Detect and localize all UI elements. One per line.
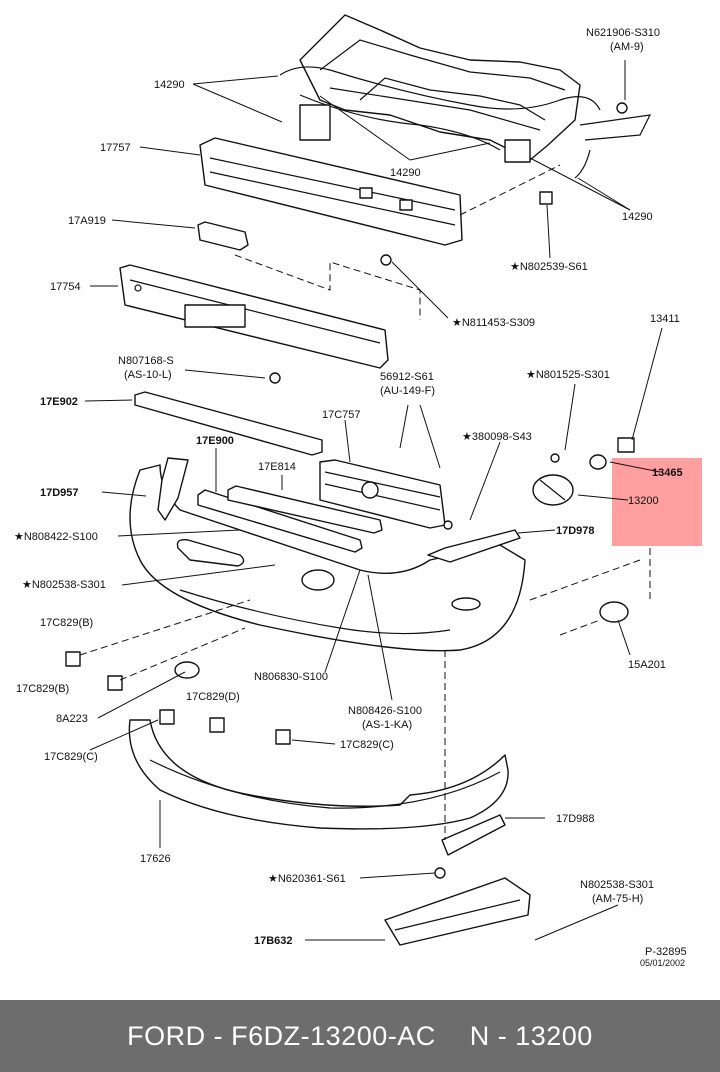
label-n807168-s: N807168-S: [118, 355, 174, 367]
clips: [65, 102, 628, 879]
label-17754: 17754: [50, 281, 81, 293]
label-14290-b: 14290: [390, 167, 421, 179]
absorber-17754: [119, 264, 389, 369]
label-14290-a: 14290: [154, 79, 185, 91]
label-8a223: 8A223: [56, 713, 88, 725]
ref-number: P-32895: [645, 946, 687, 958]
label-17b632: 17B632: [254, 935, 293, 947]
valance-17626: [128, 719, 509, 830]
part-labels: N621906-S310 (AM-9) 14290 14290 14290 17…: [14, 27, 687, 968]
label-n808422-s100: ★N808422-S100: [14, 531, 98, 543]
label-17d957: 17D957: [40, 487, 79, 499]
assembly-lines: [79, 164, 651, 840]
label-n802538-s301-b: N802538-S301: [580, 879, 654, 891]
label-17e902: 17E902: [40, 396, 78, 408]
label-17757: 17757: [100, 142, 131, 154]
leader-lines: [84, 60, 663, 941]
label-13465: 13465: [652, 467, 683, 479]
label-am-9: (AM-9): [610, 41, 644, 53]
strip-17e814: [227, 485, 383, 534]
ref-date: 05/01/2002: [640, 958, 685, 968]
grille-17c757: [319, 459, 446, 529]
label-as-10-l: (AS-10-L): [124, 369, 172, 381]
label-17e814: 17E814: [258, 461, 296, 473]
label-n620361-s61: ★N620361-S61: [268, 873, 346, 885]
lamp-15a201: [599, 601, 629, 623]
label-17c757: 17C757: [322, 409, 361, 421]
label-17626: 17626: [140, 853, 171, 865]
label-17c829-b2: 17C829(B): [16, 683, 69, 695]
label-15a201: 15A201: [628, 659, 666, 671]
strip-17e902: [134, 391, 323, 456]
label-14290-c: 14290: [622, 211, 653, 223]
footer-reference: N - 13200: [469, 1020, 593, 1051]
label-17c829-c2: 17C829(C): [44, 751, 98, 763]
bracket-17a919: [197, 221, 249, 251]
label-17c829-b1: 17C829(B): [40, 617, 93, 629]
strip-17e900: [197, 489, 363, 553]
label-n621906-s310: N621906-S310: [586, 27, 660, 39]
footer-part-number: FORD - F6DZ-13200-AC: [127, 1020, 436, 1051]
label-17d988: 17D988: [556, 813, 595, 825]
label-380098-s43: ★380098-S43: [462, 431, 532, 443]
deflector-17b632: [384, 877, 531, 946]
reinforcement-17757: [199, 137, 463, 246]
label-13200: 13200: [628, 495, 659, 507]
footer-bar: FORD - F6DZ-13200-AC N - 13200: [0, 1000, 720, 1072]
lamp-13200: [532, 437, 635, 506]
label-au-149-f: (AU-149-F): [380, 385, 435, 397]
label-n811453-s309: ★N811453-S309: [452, 317, 535, 329]
highlight-box: [612, 458, 702, 546]
label-17a919: 17A919: [68, 215, 106, 227]
label-n802538-s301-a: ★N802538-S301: [22, 579, 106, 591]
label-n806830-s100: N806830-S100: [254, 671, 328, 683]
label-17c829-c1: 17C829(C): [340, 739, 394, 751]
label-17c829-d: 17C829(D): [186, 691, 240, 703]
label-n802539-s61: ★N802539-S61: [510, 261, 588, 273]
label-as-1-ka: (AS-1-KA): [362, 719, 412, 731]
radiator-support: [279, 14, 652, 179]
parts-diagram: N621906-S310 (AM-9) 14290 14290 14290 17…: [14, 14, 702, 968]
label-n808426-s100: N808426-S100: [348, 705, 422, 717]
bumper-cover: [129, 464, 526, 652]
label-17e900: 17E900: [196, 435, 234, 447]
label-56912-s61: 56912-S61: [380, 371, 434, 383]
label-am-75-h: (AM-75-H): [592, 893, 643, 905]
strip-17d978: [427, 529, 521, 563]
label-17d978: 17D978: [556, 525, 595, 537]
strip-17d988: [441, 814, 506, 856]
label-n801525-s301: ★N801525-S301: [526, 369, 610, 381]
label-13411: 13411: [650, 313, 680, 325]
bracket-17d957: [157, 457, 189, 521]
